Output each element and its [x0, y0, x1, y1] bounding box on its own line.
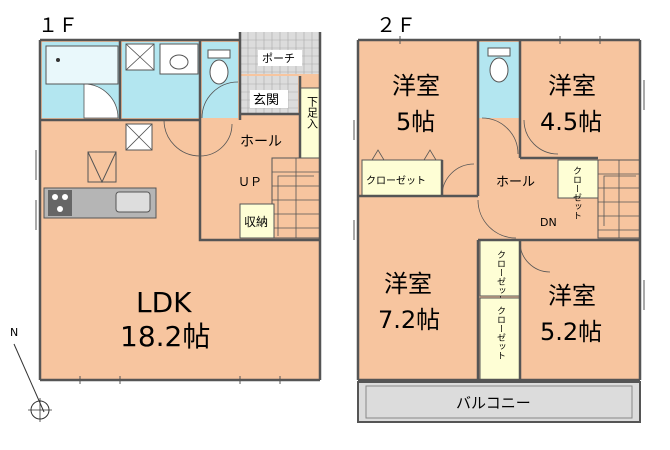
- balcony-label: バルコニー: [456, 394, 531, 412]
- toilet-2f-door: [481, 117, 519, 155]
- washing-machine-cross: [125, 43, 155, 71]
- hall-2f-label: ホール: [496, 175, 535, 190]
- room-a-size: 5帖: [396, 108, 435, 136]
- shoe-cabinet-label: 下足入: [306, 96, 319, 129]
- fridge-mark: [87, 151, 117, 184]
- windows-2f: [353, 36, 645, 310]
- porch-label: ポーチ: [262, 52, 295, 65]
- bathtub: [45, 45, 119, 85]
- hall-door: [199, 123, 233, 157]
- kitchen-sink: [115, 191, 151, 213]
- storage-label: 収納: [244, 215, 268, 229]
- stair-2f-treads: [598, 160, 640, 238]
- balcony-inner: [365, 385, 633, 419]
- room-b-door: [523, 119, 559, 155]
- burner-2: [62, 194, 68, 200]
- room-a-door: [441, 163, 475, 197]
- room-c-size: 7.2帖: [378, 306, 440, 334]
- room-b-name: 洋室: [548, 72, 596, 100]
- room-c-name: 洋室: [384, 270, 432, 298]
- closet-b-label: クローゼット: [571, 166, 582, 220]
- bath-door: [83, 83, 119, 119]
- walls-2f: [356, 38, 642, 382]
- floor-1-label: １Ｆ: [38, 13, 78, 37]
- room-a-name: 洋室: [392, 72, 440, 100]
- ldk-name: LDK: [136, 286, 192, 319]
- closet-d-label: クローゼット: [495, 306, 506, 360]
- closet-c-label: クローゼット: [495, 250, 506, 304]
- room-d-name: 洋室: [548, 282, 596, 310]
- toilet-bowl: [209, 59, 229, 85]
- stove: [48, 190, 72, 216]
- basin-bowl: [169, 54, 189, 70]
- closet-room-c: [479, 239, 521, 297]
- compass-north-label: N: [10, 326, 18, 339]
- closet-a-label: クローゼット: [366, 175, 426, 187]
- storage: [239, 203, 275, 239]
- fridge: [87, 151, 117, 183]
- burner-3: [57, 206, 63, 212]
- closet-room-d: [479, 297, 521, 381]
- pantry-cross: [125, 123, 153, 151]
- compass: N: [10, 326, 52, 422]
- closet-room-b: [557, 159, 599, 199]
- toilet-2f-tank: [487, 47, 511, 57]
- stair-1f-treads: [272, 158, 320, 238]
- stair-up-label: ＵＰ: [238, 175, 262, 189]
- ldk-size: 18.2帖: [120, 320, 210, 353]
- toilet-door: [201, 81, 239, 119]
- burner-1: [52, 194, 58, 200]
- closet-a-doors: [371, 149, 437, 161]
- toilet-2f-bowl: [489, 57, 509, 83]
- floor-2: ２Ｆ クローゼット クローゼット クローゼット クローゼット DN ホール: [353, 13, 645, 423]
- toilet-tank: [207, 49, 231, 59]
- closet-room-a: [361, 159, 443, 197]
- compass-cross: [28, 398, 52, 422]
- room-d-size: 5.2帖: [540, 318, 602, 346]
- hall-1f-label: ホール: [240, 134, 282, 150]
- floor-2-label: ２Ｆ: [376, 13, 416, 37]
- room-d-door: [519, 241, 551, 273]
- walls-1f: [38, 32, 322, 382]
- room-b-size: 4.5帖: [540, 108, 602, 136]
- bathtub-drain: [56, 58, 60, 62]
- ldk-door: [163, 119, 201, 157]
- genkan-label: 玄関: [253, 93, 279, 108]
- genkan-label-bg: [250, 90, 288, 108]
- room-c-door: [477, 199, 517, 239]
- porch-label-bg: [258, 50, 302, 66]
- windows-1f: [35, 150, 281, 384]
- floor-1: １Ｆ ポーチ 玄関: [35, 13, 322, 384]
- stair-dn-label: DN: [540, 216, 557, 229]
